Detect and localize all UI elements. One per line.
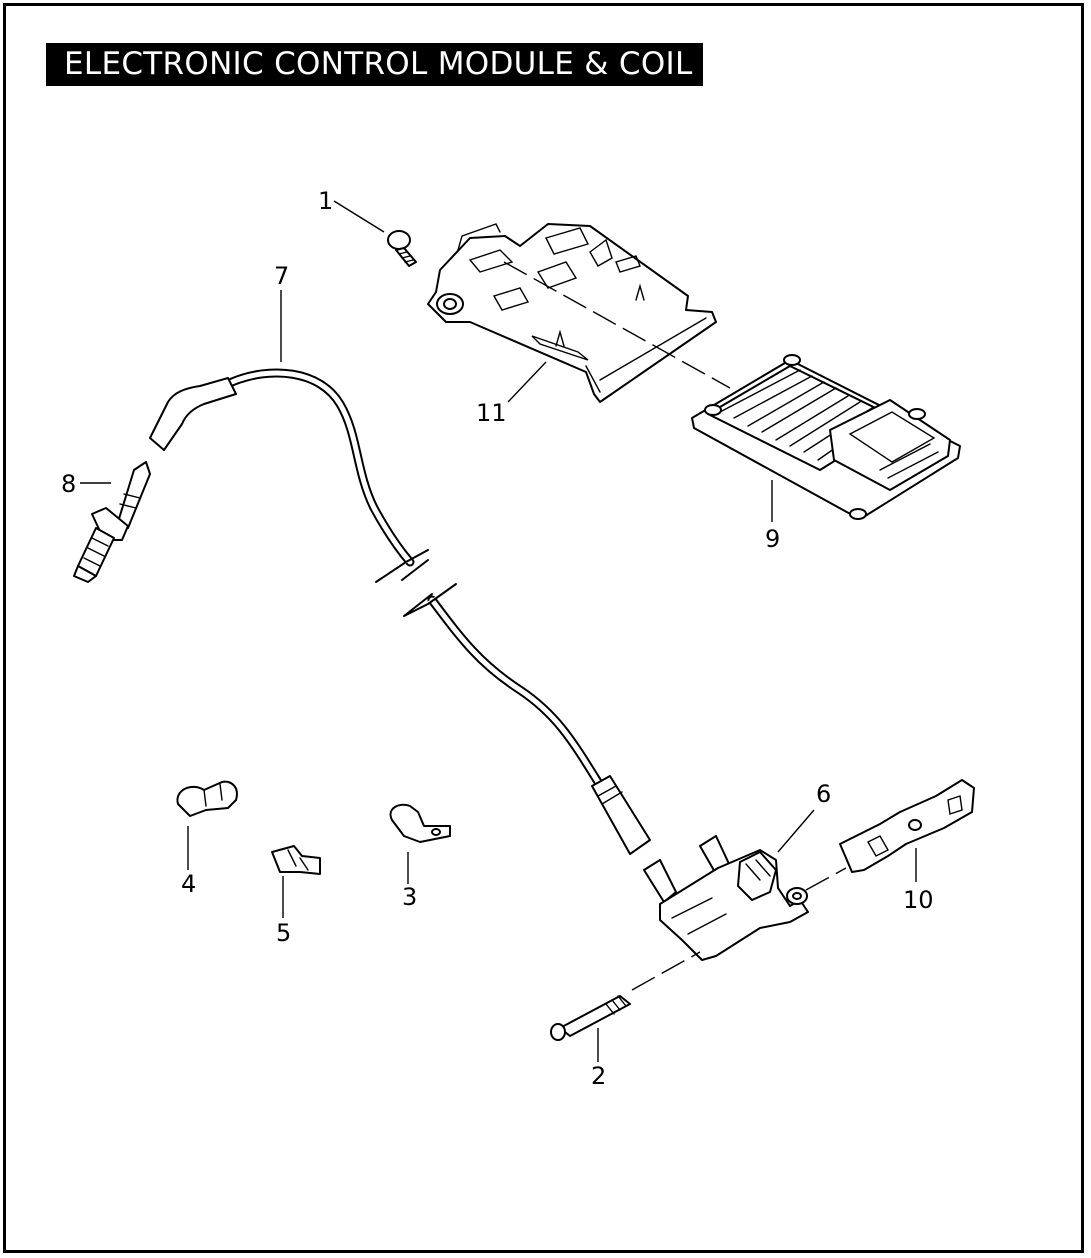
callout-5: 5 bbox=[276, 919, 291, 947]
assembly-line bbox=[503, 261, 731, 389]
double-clip-icon bbox=[176, 780, 238, 817]
callout-2: 2 bbox=[591, 1062, 606, 1090]
ecm-module-icon bbox=[691, 354, 961, 520]
callout-6: 6 bbox=[816, 780, 831, 808]
diagram-frame bbox=[3, 3, 1084, 1253]
assembly-line bbox=[631, 951, 701, 991]
cable-clip-icon bbox=[389, 803, 451, 843]
long-bolt-icon bbox=[550, 995, 631, 1041]
ecm-tray-icon bbox=[427, 223, 717, 403]
callout-9: 9 bbox=[765, 525, 780, 553]
assembly-line bbox=[805, 867, 847, 891]
callout-7: 7 bbox=[274, 262, 289, 290]
callout-11: 11 bbox=[476, 399, 507, 427]
callout-1: 1 bbox=[318, 187, 333, 215]
callout-3: 3 bbox=[402, 883, 417, 911]
screw-icon bbox=[387, 230, 417, 267]
wire-clip-icon bbox=[271, 845, 321, 875]
callout-4: 4 bbox=[181, 870, 196, 898]
spark-plug-icon bbox=[73, 461, 151, 583]
ignition-coil-icon bbox=[643, 835, 809, 961]
spark-plug-cable-icon bbox=[149, 368, 651, 855]
callout-8: 8 bbox=[61, 470, 76, 498]
leader-lines bbox=[80, 200, 917, 1062]
page-title: ELECTRONIC CONTROL MODULE & COIL bbox=[46, 43, 703, 86]
mounting-bracket-icon bbox=[839, 779, 975, 873]
callout-10: 10 bbox=[903, 886, 934, 914]
